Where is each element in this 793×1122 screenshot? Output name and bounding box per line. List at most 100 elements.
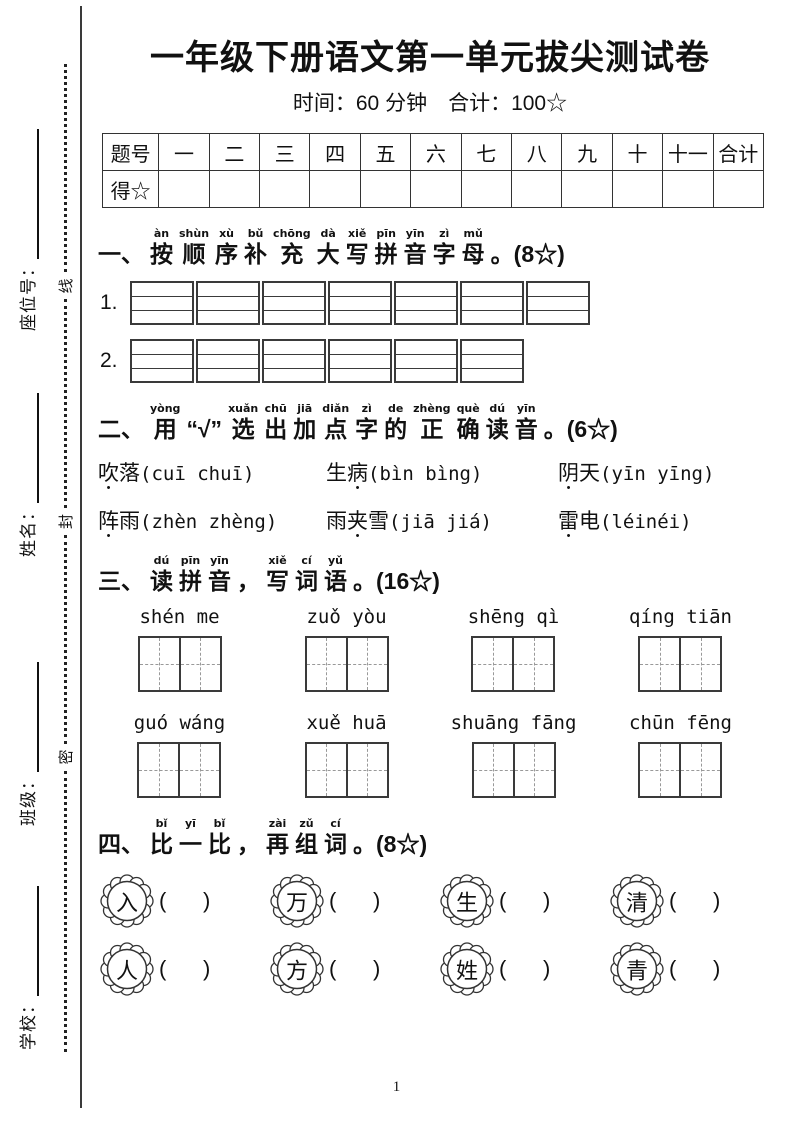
word-answer-blank[interactable]: ( ) xyxy=(669,887,721,913)
heading-token: 。(8☆) xyxy=(353,818,427,857)
four-line-writing-box[interactable] xyxy=(460,339,524,384)
heading-char: 组 xyxy=(295,831,318,858)
word-answer-blank[interactable]: ( ) xyxy=(159,887,211,913)
score-table-score-cell[interactable] xyxy=(158,170,210,208)
writing-cell[interactable] xyxy=(345,638,387,691)
heading-char: 选 xyxy=(231,416,255,443)
score-table-score-cell[interactable] xyxy=(460,170,513,208)
writing-cell[interactable] xyxy=(640,744,680,797)
heading-char: 确 xyxy=(456,416,480,443)
seal-dotted-segment xyxy=(63,299,67,508)
four-line-writing-box[interactable] xyxy=(328,281,392,326)
score-table-score-cell[interactable] xyxy=(208,170,261,208)
pinyin-annotation: zǔ xyxy=(299,817,314,831)
heading-char: 写 xyxy=(266,567,289,594)
svg-text:人: 人 xyxy=(116,958,138,983)
student-field-blank-line[interactable] xyxy=(18,129,39,259)
four-line-writing-box[interactable] xyxy=(196,281,260,326)
four-line-band xyxy=(198,283,258,296)
writing-cell[interactable] xyxy=(679,638,721,691)
score-table-score-cell[interactable] xyxy=(309,170,361,208)
writing-cell[interactable] xyxy=(473,638,513,691)
score-table-score-cell[interactable] xyxy=(611,170,664,208)
writing-cell[interactable] xyxy=(473,744,513,797)
four-line-writing-box[interactable] xyxy=(262,339,326,384)
pinyin-annotation: de xyxy=(387,402,404,416)
score-table-score-cell[interactable] xyxy=(259,170,311,208)
word-answer-blank[interactable]: ( ) xyxy=(669,955,721,981)
pinyin-annotation: xiě xyxy=(348,227,367,240)
writing-cell[interactable] xyxy=(139,744,179,797)
pinyin-options[interactable]: (léinéi) xyxy=(600,510,692,533)
writing-cell[interactable] xyxy=(306,744,346,797)
heading-char: 读 xyxy=(150,567,173,594)
pinyin-options[interactable]: (bìn bìng) xyxy=(368,462,483,485)
seal-divider-line xyxy=(80,6,82,1108)
score-table-score-cell[interactable] xyxy=(410,170,462,208)
score-table-score-cell[interactable] xyxy=(510,170,563,208)
word-answer-blank[interactable]: ( ) xyxy=(159,955,211,981)
flower-badge-icon: 青 xyxy=(610,942,664,996)
svg-text:青: 青 xyxy=(626,958,648,983)
time-score-subtitle: 时间：60 分钟 合计：100☆ xyxy=(292,92,568,115)
compare-word-item: 生( ) xyxy=(438,872,608,930)
pinyin-answer-row: 2. xyxy=(100,339,764,384)
writing-cell[interactable] xyxy=(345,744,387,797)
pinyin-options[interactable]: (cuī chuī) xyxy=(140,462,255,485)
writing-cell[interactable] xyxy=(512,744,554,797)
four-line-writing-box[interactable] xyxy=(526,281,590,326)
four-line-writing-box[interactable] xyxy=(460,281,524,326)
four-line-writing-box[interactable] xyxy=(196,339,260,384)
heading-char: 再 xyxy=(266,831,289,858)
heading-token: 。(16☆) xyxy=(353,555,440,594)
writing-cell[interactable] xyxy=(139,638,179,691)
writing-cell[interactable] xyxy=(512,638,554,691)
four-line-band xyxy=(462,283,522,296)
write-word-item: guó wáng xyxy=(133,712,226,799)
word-answer-blank[interactable]: ( ) xyxy=(499,887,551,913)
four-line-writing-box[interactable] xyxy=(130,339,194,384)
pinyin-word-label: shén me xyxy=(139,606,220,629)
pinyin-annotation: mǔ xyxy=(463,227,483,240)
pinyin-options[interactable]: (jiā jiá) xyxy=(389,510,492,533)
four-line-writing-box[interactable] xyxy=(394,281,458,326)
pinyin-options[interactable]: (yīn yīng) xyxy=(600,462,715,485)
writing-cell[interactable] xyxy=(178,744,220,797)
writing-cell[interactable] xyxy=(640,638,680,691)
four-line-band xyxy=(330,283,390,296)
score-table-score-cell[interactable] xyxy=(712,170,765,208)
four-line-writing-box[interactable] xyxy=(328,339,392,384)
pinyin-word-label: guó wáng xyxy=(133,712,226,735)
score-table-question-header: 十 xyxy=(611,133,664,171)
word-char-dotted: 吹 xyxy=(98,457,119,487)
score-table-score-cell[interactable] xyxy=(561,170,613,208)
writing-cell[interactable] xyxy=(679,744,721,797)
four-line-writing-box[interactable] xyxy=(394,339,458,384)
student-field-blank-line[interactable] xyxy=(18,662,39,772)
word-answer-blank[interactable]: ( ) xyxy=(329,887,381,913)
writing-cell[interactable] xyxy=(306,638,346,691)
score-table-score-cell[interactable] xyxy=(359,170,412,208)
four-line-writing-box[interactable] xyxy=(130,281,194,326)
score-table-score-cell[interactable] xyxy=(662,170,714,208)
word-answer-blank[interactable]: ( ) xyxy=(329,955,381,981)
student-field-blank-line[interactable] xyxy=(18,886,39,996)
write-word-item: shuāng fāng xyxy=(451,712,576,799)
score-table-question-header: 九 xyxy=(561,133,613,171)
score-table-header-row: 题号一二三四五六七八九十十一合计 xyxy=(101,133,765,171)
four-line-writing-box[interactable] xyxy=(262,281,326,326)
pinyin-options[interactable]: (zhèn zhèng) xyxy=(140,510,278,533)
student-field-blank-line[interactable] xyxy=(18,393,39,503)
score-table-question-header: 十一 xyxy=(662,133,714,171)
sidebar-student-fields: 学校：班级：姓名：座位号： xyxy=(10,35,42,1075)
word-answer-blank[interactable]: ( ) xyxy=(499,955,551,981)
writing-cell[interactable] xyxy=(178,638,220,691)
four-line-band xyxy=(132,296,192,310)
pinyin-annotation: yīn xyxy=(405,227,425,240)
